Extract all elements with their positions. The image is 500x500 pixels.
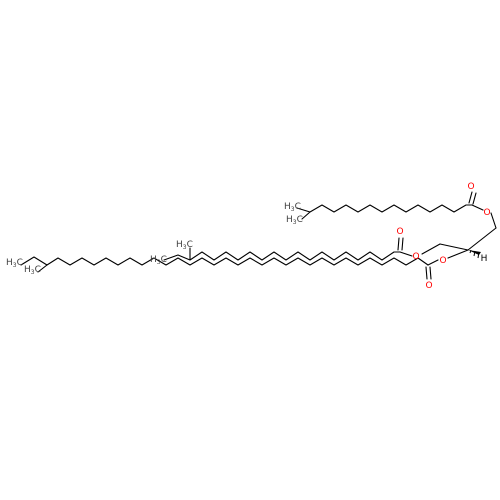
chain-bottom-o-c [447,249,469,259]
wedge-hash-2 [473,250,476,257]
chain-bottom [20,256,429,266]
methyl-label-bottom-1: H3C [6,258,23,269]
oxygen-top-carbonyl: O [467,182,474,192]
methyl-label-top-1: H3C [284,202,301,213]
methyl-label-middle-2: H3C [150,255,167,266]
carbonyl-middle-a [397,237,400,251]
methyl-label-bottom-2: H3C [24,265,41,276]
carbonyl-top-b [472,192,477,205]
chain-middle-o-c [421,243,441,255]
wedge-hash-3 [477,251,480,259]
bond-skeleton [20,191,497,280]
chain-top [296,204,473,213]
oxygen-bottom-carbonyl: O [425,281,432,291]
oxygen-middle-carbonyl: O [396,227,403,237]
carbonyl-bottom-a [425,266,428,280]
chain-bottom-branch [37,264,48,273]
carbonyl-top-a [468,191,473,204]
carbonyl-middle-b [401,237,404,251]
wedge-hash-1 [469,249,472,254]
chain-top-ester [471,204,484,211]
methyl-label-top-2: H3C [286,215,303,226]
chain-top-o-c [490,212,497,229]
chain-top-branch [301,211,311,220]
glycerol-c3-c2 [439,243,469,251]
chain-bottom-ester [427,259,439,266]
oxygen-middle-ester: O [412,252,419,262]
hydrogen-stereo: H [481,254,488,264]
oxygen-bottom-ester: O [439,256,446,266]
methyl-label-middle-1: H3C [176,240,193,251]
glycerol-c1-c2 [467,227,497,251]
chain-middle [163,251,401,261]
oxygen-top-ester: O [483,208,490,218]
carbonyl-bottom-b [429,266,432,280]
chain-middle-ester [399,251,413,257]
